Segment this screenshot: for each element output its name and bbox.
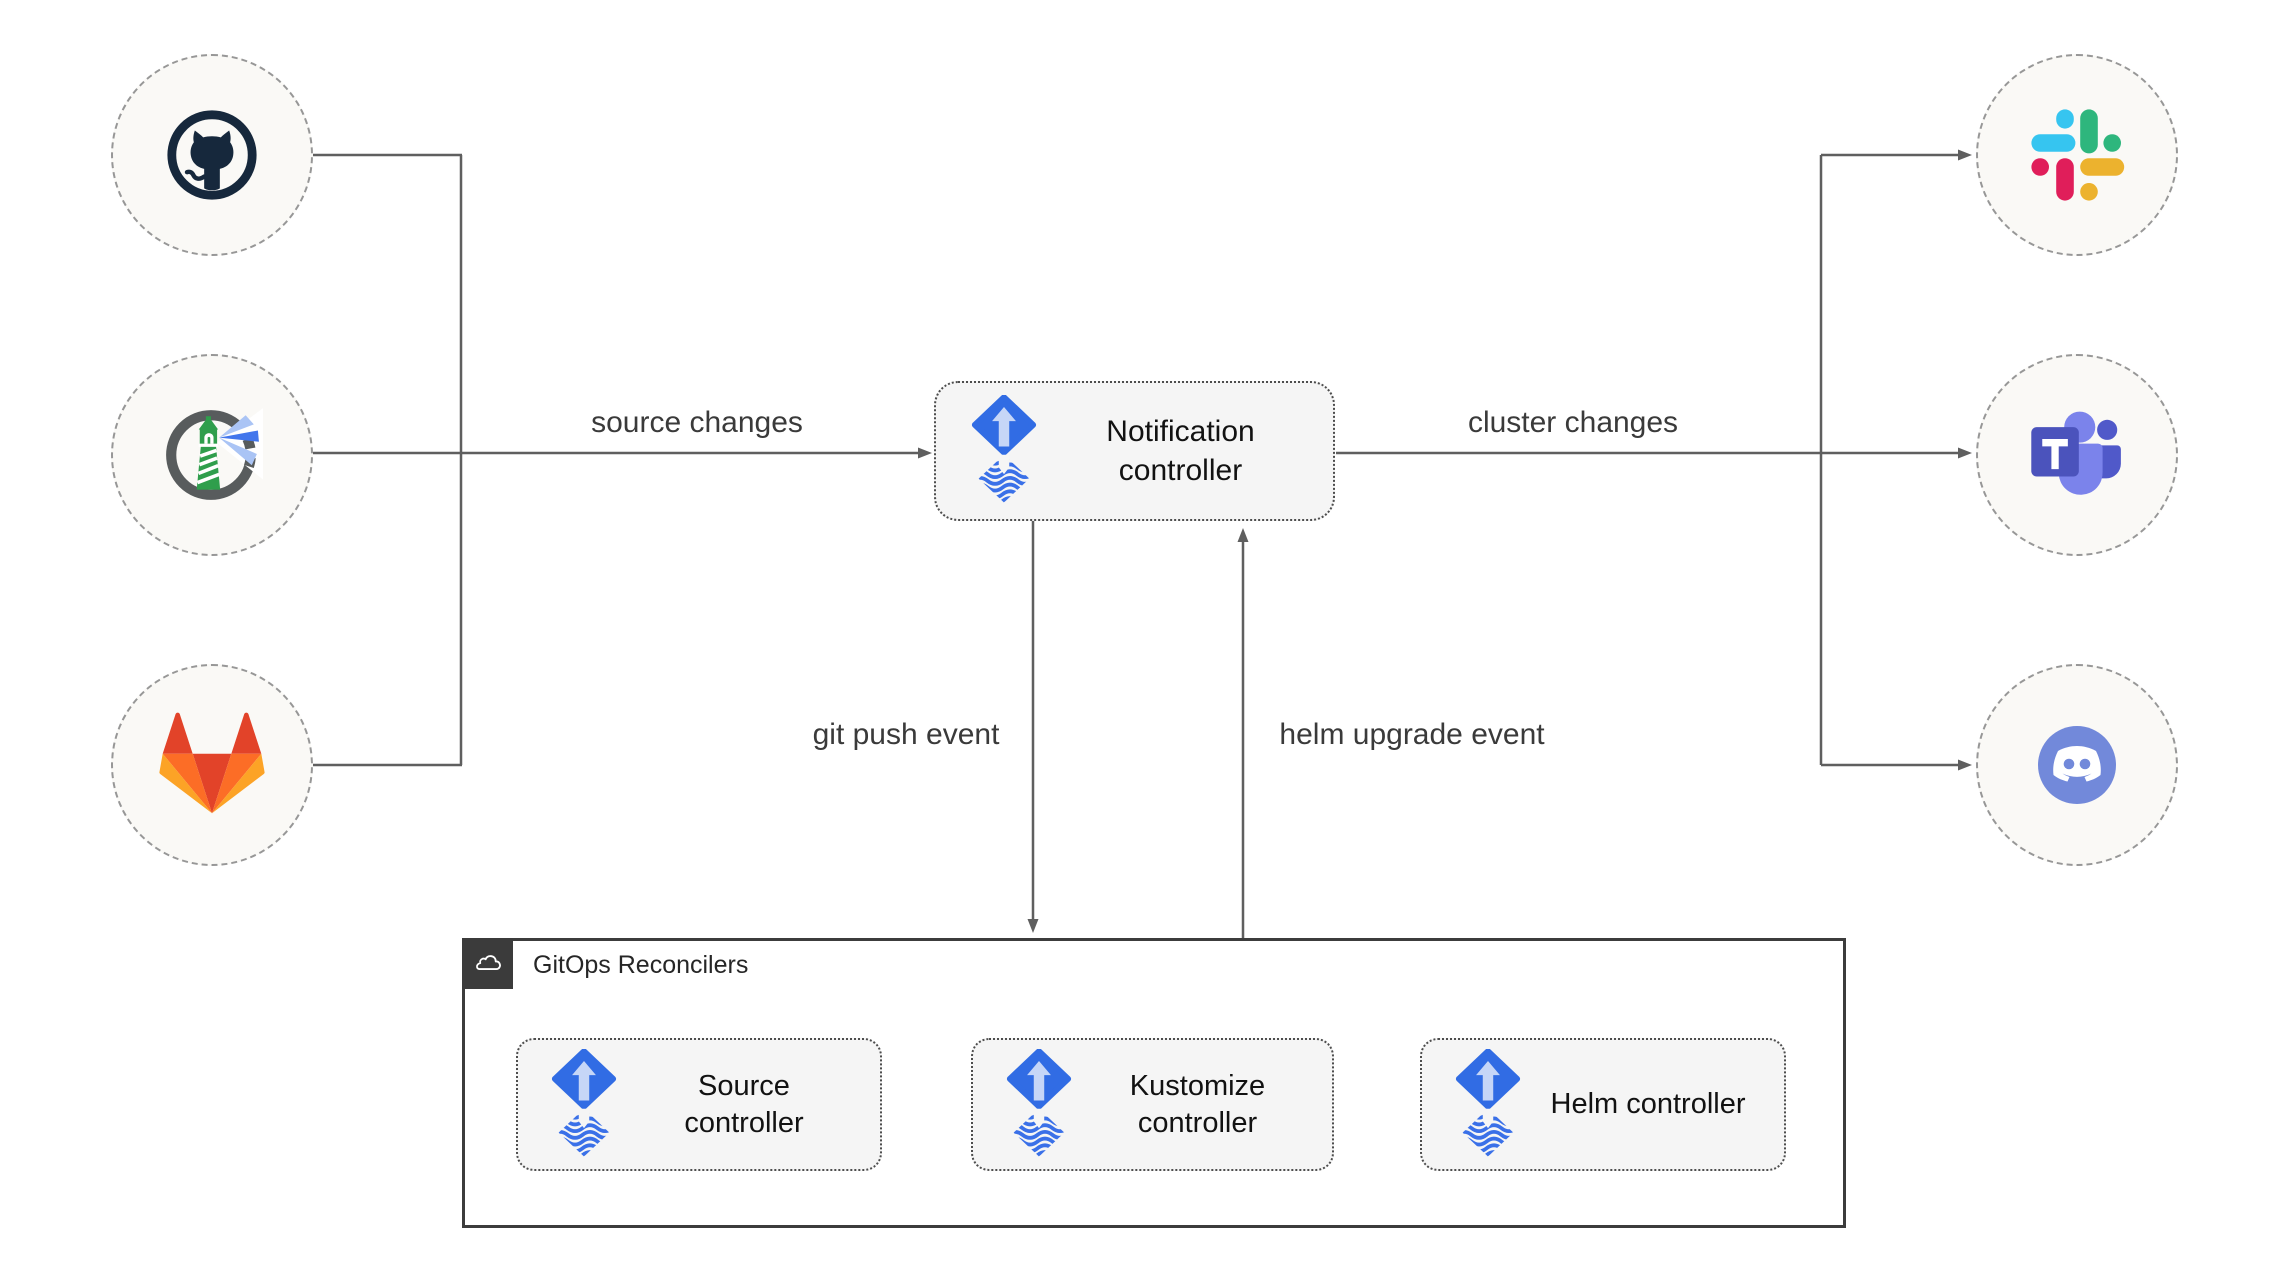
target-node-slack [1976,54,2178,256]
cloud-icon [475,954,501,970]
gitops-reconcilers-label: GitOps Reconcilers [533,951,749,979]
discord-icon [2038,726,2116,804]
node-notification-controller: Notification controller [934,381,1335,521]
github-icon [167,110,257,200]
edge-label-source-changes: source changes [591,406,803,439]
flux-icon [1006,1048,1072,1157]
source-controller-label: Source controller [684,1069,804,1139]
gitlab-icon [159,712,265,814]
edge-label-cluster-changes: cluster changes [1467,406,1679,439]
microsoft-teams-icon [2031,411,2121,495]
target-node-teams [1976,354,2178,556]
source-node-github [111,54,313,256]
kustomize-controller-label: Kustomize controller [1129,1069,1266,1139]
flux-icon [551,1048,617,1157]
helm-controller-label: Helm controller [1550,1088,1746,1120]
node-helm-controller: Helm controller [1420,1038,1786,1171]
flux-icon-slot [966,395,1042,507]
edge-label-git-push-event: git push event [812,718,1000,751]
notification-controller-label: Notification controller [1106,415,1255,487]
flux-icon-slot [1001,1048,1077,1161]
node-kustomize-controller: Kustomize controller [971,1038,1334,1171]
target-node-discord [1976,664,2178,866]
source-node-gitlab [111,664,313,866]
node-source-controller: Source controller [516,1038,882,1171]
edge-label-helm-upgrade-event: helm upgrade event [1279,718,1545,751]
container-badge [462,938,513,989]
source-node-harbor [111,354,313,556]
harbor-icon [166,408,263,500]
flux-icon [971,395,1037,503]
flux-icon [1455,1048,1521,1157]
flux-icon-slot [1450,1048,1526,1161]
flux-icon-slot [546,1048,622,1161]
slack-icon [2031,109,2125,201]
